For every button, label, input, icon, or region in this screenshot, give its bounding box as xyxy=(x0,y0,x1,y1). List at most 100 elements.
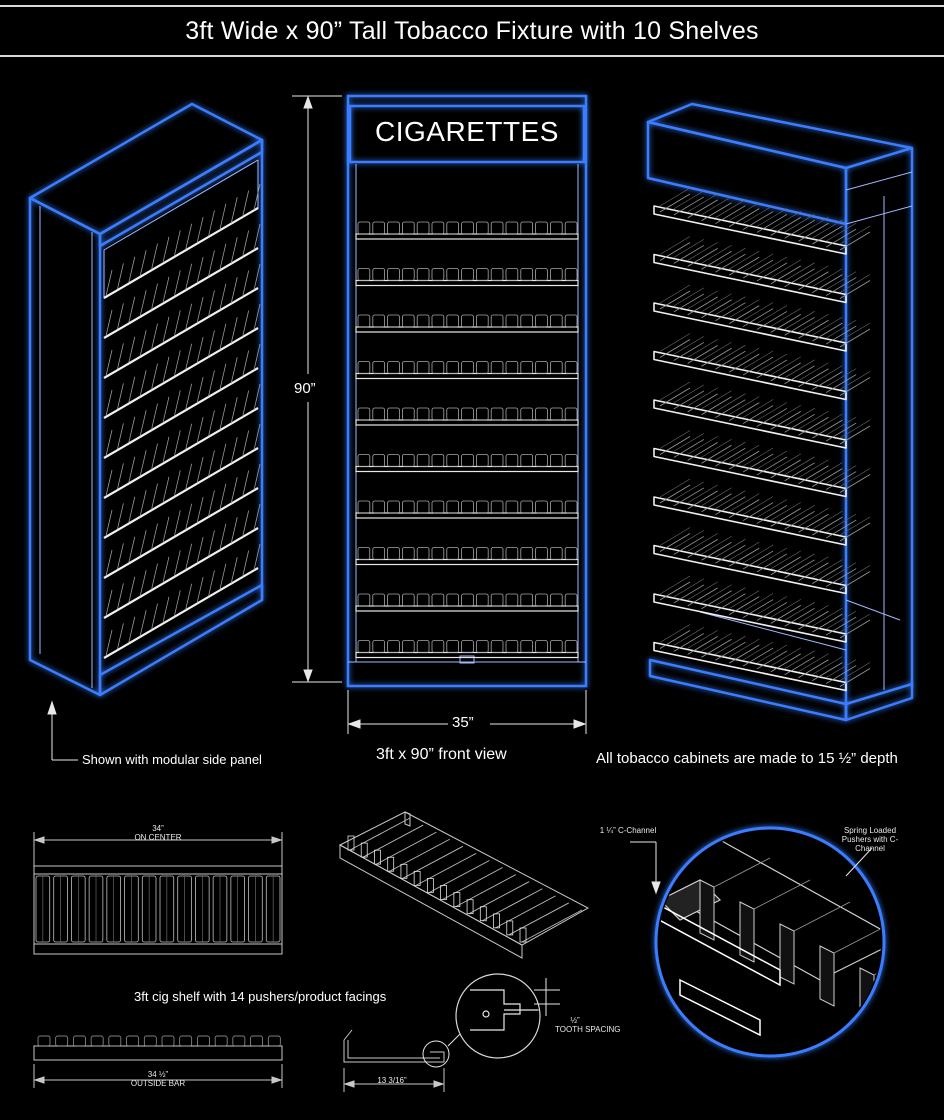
front-rail-pusher xyxy=(161,1035,175,1047)
left-view-shelves xyxy=(103,183,261,659)
right-shelf xyxy=(653,575,871,643)
left-shelf xyxy=(103,463,261,579)
iso-pusher xyxy=(468,881,530,915)
outside-dim-value: 34 ½” xyxy=(147,1070,169,1079)
iso-pusher xyxy=(363,824,424,858)
tooth-dim-text: TOOTH SPACING xyxy=(555,1025,621,1034)
iso-pusher xyxy=(402,845,464,879)
left-shelf xyxy=(103,383,261,499)
zoom-pusher xyxy=(739,901,755,963)
iso-pusher xyxy=(429,860,490,893)
center-dim-value: 34” xyxy=(152,824,164,833)
front-shelf xyxy=(355,407,579,426)
page-title: 3ft Wide x 90” Tall Tobacco Fixture with… xyxy=(185,16,759,45)
left-shelf xyxy=(103,343,261,459)
right-shelf xyxy=(653,430,871,498)
width-dimension-line xyxy=(347,690,587,734)
title-bar: 3ft Wide x 90” Tall Tobacco Fixture with… xyxy=(0,5,944,57)
zoom-pusher xyxy=(819,945,835,1007)
iso-pusher xyxy=(442,867,503,900)
right-shelf xyxy=(653,624,871,692)
right-shelf xyxy=(653,187,871,255)
center-dimension-label: 34” ON CENTER xyxy=(130,824,186,842)
left-view-inner-lines xyxy=(39,159,259,688)
front-rail-pusher xyxy=(232,1035,246,1047)
depth-caption: All tobacco cabinets are made to 15 ½” d… xyxy=(596,750,898,767)
front-shelf xyxy=(355,640,579,659)
iso-pusher xyxy=(376,831,437,865)
iso-pusher xyxy=(508,902,569,936)
iso-pusher xyxy=(455,874,517,908)
front-shelf xyxy=(355,221,579,240)
side-panel-callout-arrow xyxy=(47,700,78,761)
front-rail-pusher xyxy=(90,1035,104,1047)
cigarettes-sign-text: CIGARETTES xyxy=(375,116,559,147)
left-shelf xyxy=(103,183,261,299)
front-shelf xyxy=(355,454,579,473)
front-rail-pusher xyxy=(267,1035,281,1047)
right-shelf xyxy=(653,284,871,352)
zoom-pusher xyxy=(699,879,715,941)
pusher-label: Spring Loaded Pushers with C-Channel xyxy=(841,826,899,853)
left-shelf xyxy=(103,303,261,419)
shelf-side-profile xyxy=(343,1023,471,1092)
right-shelf xyxy=(653,381,871,449)
tooth-spacing-label: ½” TOOTH SPACING xyxy=(548,1016,621,1034)
outside-dimension-label: 34 ½” OUTSIDE BAR xyxy=(130,1070,186,1088)
tooth-dim-value: ½” xyxy=(570,1016,580,1025)
shelf-isometric xyxy=(338,811,590,959)
front-rail-pusher xyxy=(179,1035,193,1047)
front-rail-pusher xyxy=(126,1035,139,1047)
left-shelf xyxy=(103,503,261,619)
right-shelf xyxy=(653,333,871,401)
front-view-frame xyxy=(346,94,588,688)
front-rail-pusher xyxy=(197,1035,210,1047)
front-shelf xyxy=(355,314,579,333)
depth-dimension-label: 13 3/16” xyxy=(377,1076,407,1085)
left-shelf xyxy=(103,543,261,659)
left-shelf xyxy=(103,423,261,539)
c-channel-label: 1 ¼” C-Channel xyxy=(599,826,657,835)
left-isometric-view xyxy=(28,102,264,697)
front-shelf xyxy=(355,500,579,519)
right-isometric-view xyxy=(646,102,914,722)
front-rail-pusher xyxy=(143,1035,157,1047)
shelf-caption: 3ft cig shelf with 14 pushers/product fa… xyxy=(134,989,387,1004)
front-rail-pusher xyxy=(250,1035,263,1047)
front-rail-pusher xyxy=(73,1035,86,1047)
side-panel-caption: Shown with modular side panel xyxy=(82,752,262,767)
outside-dim-text: OUTSIDE BAR xyxy=(130,1079,186,1088)
front-shelf xyxy=(355,361,579,380)
left-shelf xyxy=(103,263,261,379)
iso-pusher xyxy=(482,888,543,922)
zoom-pusher xyxy=(779,923,795,985)
iso-pusher xyxy=(415,852,477,886)
front-rail-pusher xyxy=(37,1035,51,1047)
front-shelf xyxy=(355,547,579,566)
right-view-shelves xyxy=(653,187,871,692)
height-dimension-line xyxy=(292,95,342,683)
iso-pusher xyxy=(495,895,556,929)
front-rail-pusher xyxy=(108,1035,122,1047)
right-shelf xyxy=(653,527,871,595)
left-shelf xyxy=(103,223,261,339)
front-shelf xyxy=(355,593,579,612)
tooth-detail-circle xyxy=(455,973,560,1059)
iso-pusher xyxy=(389,838,450,872)
front-view xyxy=(292,94,588,734)
center-dim-text: ON CENTER xyxy=(134,833,182,842)
front-view-shelves xyxy=(355,221,579,659)
right-shelf xyxy=(653,478,871,546)
iso-pusher xyxy=(349,817,411,851)
zoom-detail-circle xyxy=(630,826,886,1058)
height-dimension-label: 90” xyxy=(294,380,316,397)
right-shelf xyxy=(653,236,871,304)
front-rail-pusher xyxy=(55,1035,69,1047)
front-rail-pusher xyxy=(214,1035,228,1047)
left-view-frame xyxy=(28,102,264,697)
shelf-elevation xyxy=(33,832,283,1088)
width-dimension-label: 35” xyxy=(452,714,474,731)
front-shelf xyxy=(355,268,579,287)
front-view-caption: 3ft x 90” front view xyxy=(376,746,507,763)
